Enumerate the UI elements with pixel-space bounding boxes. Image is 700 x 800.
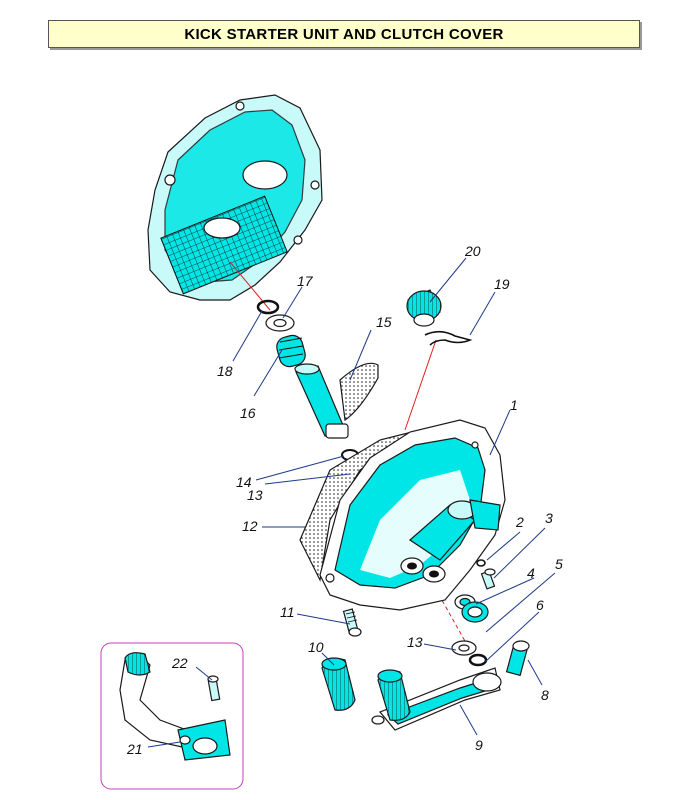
callout-15: 15: [376, 314, 392, 330]
callout-6: 6: [536, 597, 544, 613]
part-2-o-ring: [476, 559, 486, 567]
callout-10: 10: [308, 639, 324, 655]
title-bar: KICK STARTER UNIT AND CLUTCH COVER: [48, 20, 640, 48]
part-16-spring: [276, 334, 306, 368]
part-22-screw: [207, 675, 221, 702]
part-10-grip: [321, 657, 356, 711]
part-17-washer: [265, 314, 295, 332]
callout-20: 20: [464, 243, 481, 259]
callout-4: 4: [527, 565, 535, 581]
callout-2: 2: [515, 514, 524, 530]
callout-9: 9: [475, 737, 483, 753]
part-15-kick-shaft: [294, 362, 379, 439]
part-5-seal: [461, 601, 489, 623]
callout-22: 22: [171, 655, 188, 671]
callout-1: 1: [510, 397, 518, 413]
part-19-clip: [424, 330, 473, 346]
callout-21: 21: [126, 741, 143, 757]
part-9-kick-lever: [371, 667, 502, 731]
part-8-bolt: [505, 640, 530, 677]
callout-14: 14: [236, 474, 252, 490]
callout-13-lower: 13: [407, 634, 423, 650]
part-18-ring: [256, 299, 280, 315]
leader-lines: [147, 257, 556, 748]
callout-12: 12: [242, 518, 258, 534]
inset-alternate-lever: [100, 642, 244, 790]
part-3-screw: [480, 568, 496, 590]
callout-3: 3: [545, 510, 553, 526]
callout-11: 11: [280, 604, 295, 620]
crankcase-half: [147, 94, 323, 301]
callout-8: 8: [541, 687, 549, 703]
callout-13-upper: 13: [247, 487, 263, 503]
part-1-clutch-cover: [319, 419, 506, 611]
callout-19: 19: [494, 276, 510, 292]
part-6-ring: [468, 653, 488, 667]
callout-16: 16: [240, 405, 256, 421]
callout-labels: 1 2 3 4 5 6 8 9 10 11 12 13 13 14 15 16 …: [126, 243, 563, 757]
diagram-title: KICK STARTER UNIT AND CLUTCH COVER: [184, 25, 504, 43]
callout-17: 17: [297, 273, 314, 289]
part-11-bolt: [342, 608, 362, 637]
callout-5: 5: [555, 556, 563, 572]
callout-18: 18: [217, 363, 233, 379]
part-13-washer-lower: [451, 640, 477, 656]
